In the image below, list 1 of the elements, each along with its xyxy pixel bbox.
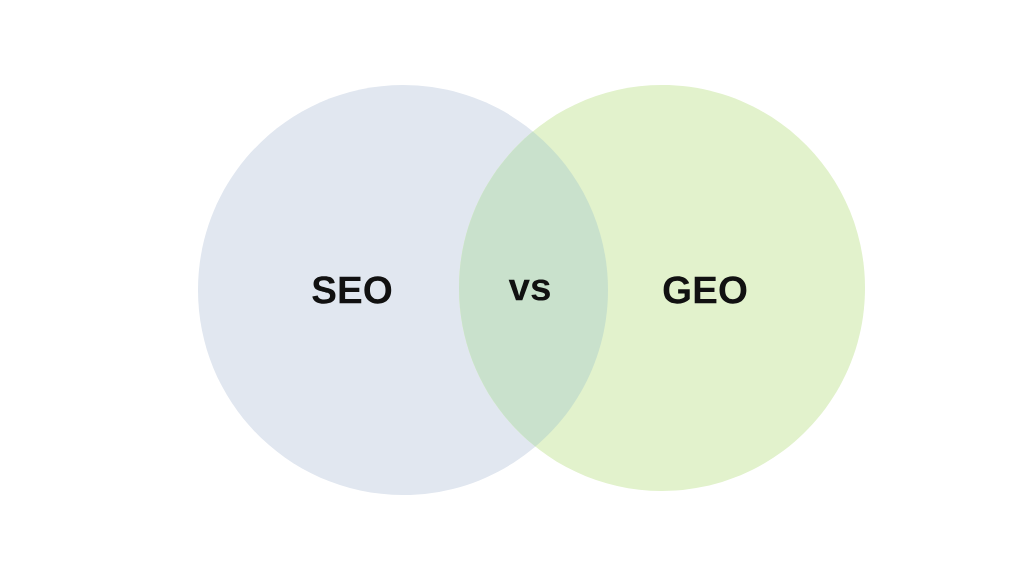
center-label: vs: [508, 279, 550, 301]
